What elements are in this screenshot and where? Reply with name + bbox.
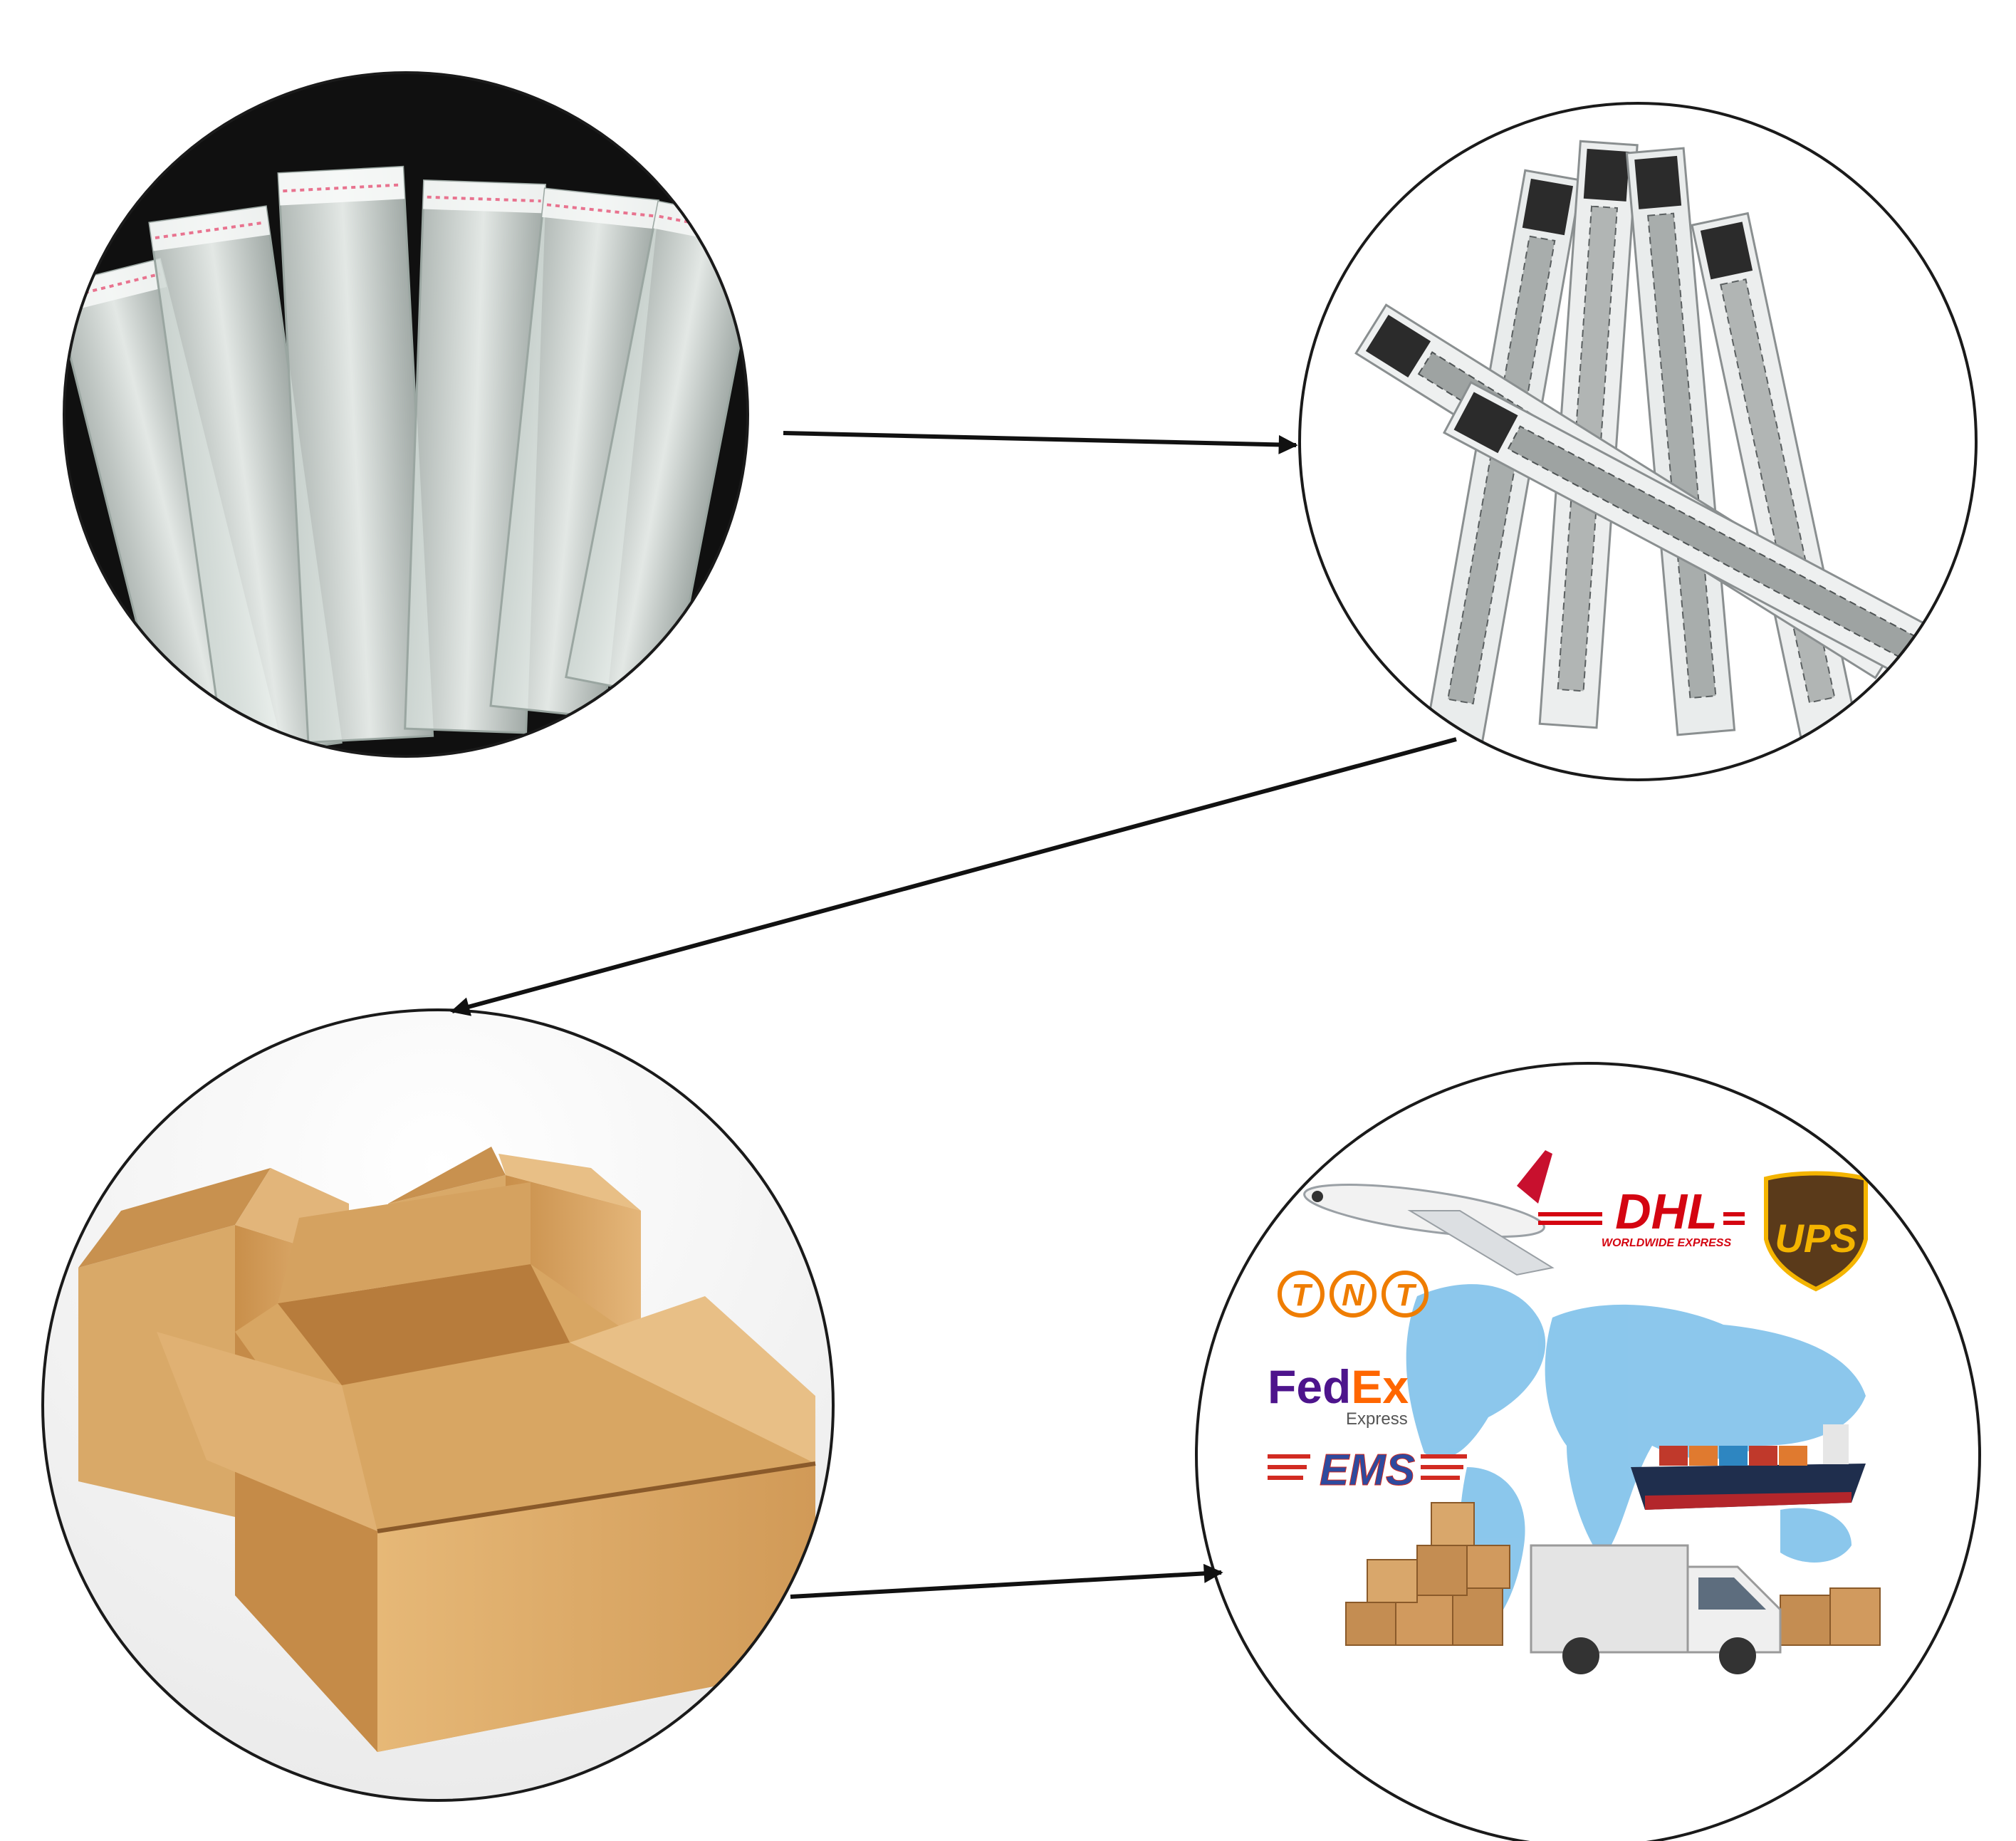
svg-text:FedEx: FedEx — [1268, 1360, 1409, 1413]
svg-text:DHL: DHL — [1615, 1184, 1718, 1239]
arrow-bracelets-to-cartons — [450, 737, 1457, 1016]
bagged-bracelets-icon — [1354, 140, 1975, 743]
step-shipping: DHL WORLDWIDE EXPRESS UPS T N T FedEx — [1195, 1062, 1981, 1841]
flow-arrows — [450, 431, 1457, 1599]
cardboard-box-icon — [78, 1147, 816, 1752]
arrow-bags-to-bracelets — [783, 431, 1298, 454]
clear-bags-icon — [64, 165, 748, 756]
fedex-logo: FedEx Express — [1268, 1360, 1409, 1429]
step-cartons — [41, 1008, 835, 1802]
svg-text:UPS: UPS — [1775, 1216, 1856, 1261]
svg-text:N: N — [1342, 1278, 1365, 1313]
container-ship-icon — [1631, 1424, 1866, 1510]
svg-text:WORLDWIDE EXPRESS: WORLDWIDE EXPRESS — [1602, 1237, 1732, 1249]
ems-logo: EMS — [1268, 1446, 1467, 1496]
dhl-logo: DHL WORLDWIDE EXPRESS — [1538, 1184, 1745, 1249]
world-shipping-icon — [1303, 1150, 1881, 1674]
svg-text:EMS: EMS — [1320, 1446, 1415, 1495]
svg-text:T: T — [1396, 1278, 1417, 1313]
svg-text:T: T — [1292, 1278, 1313, 1313]
step-packed-bracelets — [1298, 102, 1978, 781]
tnt-logo: T N T — [1278, 1271, 1429, 1318]
parcel-pile-icon — [1345, 1502, 1881, 1646]
svg-text:Express: Express — [1346, 1409, 1408, 1429]
ups-logo: UPS — [1764, 1171, 1868, 1292]
airplane-icon — [1303, 1150, 1555, 1276]
arrow-cartons-to-shipping — [790, 1563, 1223, 1599]
world-map-icon — [1406, 1284, 1866, 1638]
step-opp-bags — [63, 71, 749, 758]
delivery-truck-icon — [1530, 1544, 1782, 1674]
